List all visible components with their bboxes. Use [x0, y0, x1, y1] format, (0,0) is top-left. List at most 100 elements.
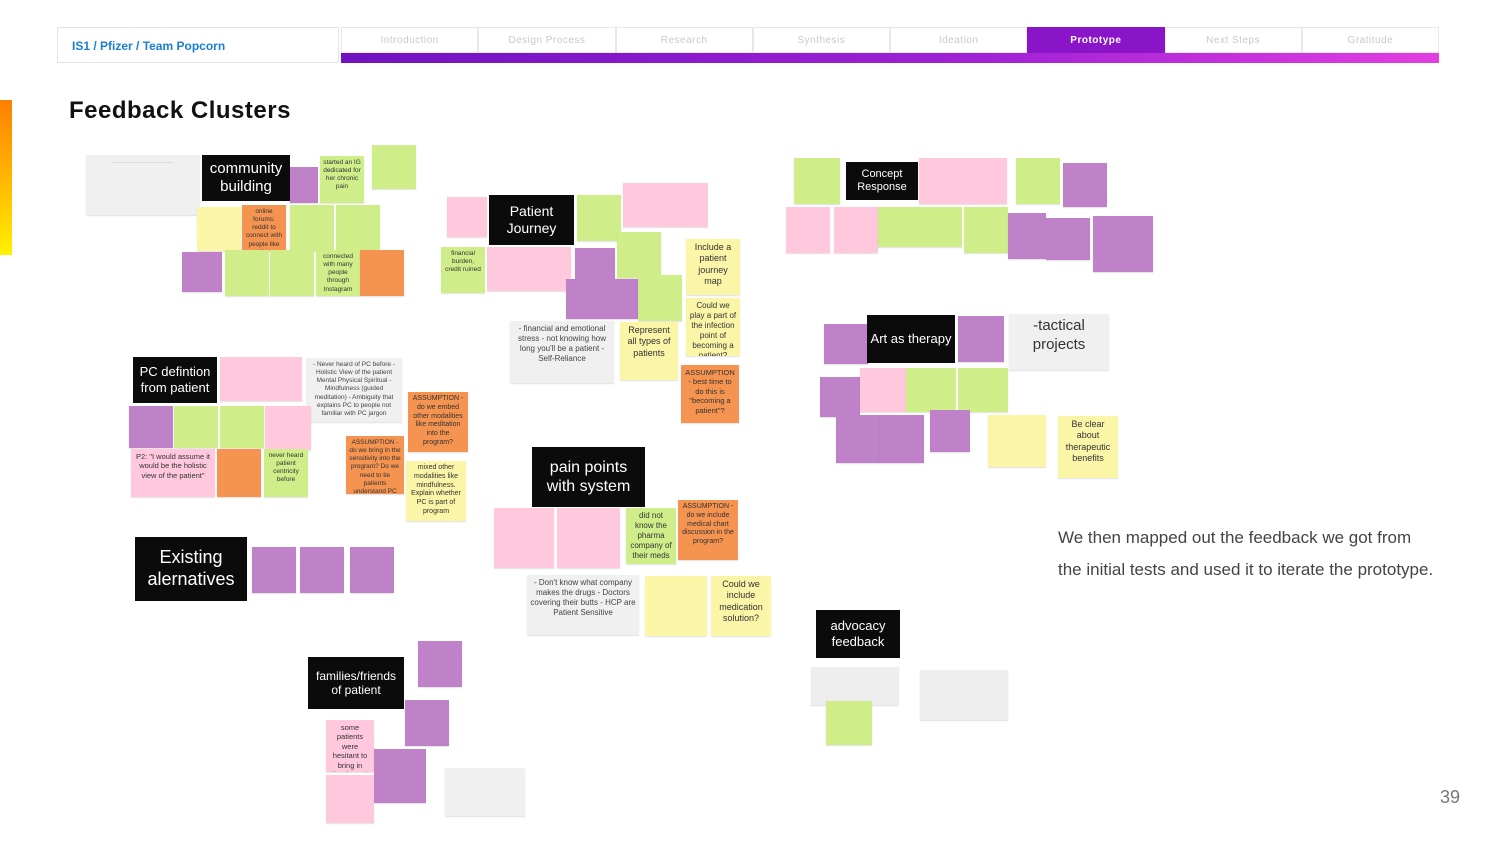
sticky-note: did not know the pharma company of their… — [626, 508, 676, 564]
sticky-note: - Never heard of PC before - Holistic Vi… — [306, 358, 402, 422]
sticky-note: ASSUMPTION - do we embed other modalitie… — [408, 392, 468, 452]
sticky-note — [826, 701, 872, 745]
sticky-note — [557, 508, 620, 568]
sticky-note: mixed other modalities like mindfulness.… — [406, 461, 466, 521]
sticky-note — [290, 205, 334, 251]
sticky-note — [820, 377, 860, 417]
sticky-note: Be clear about therapeutic benefits — [1058, 416, 1118, 478]
sticky-note — [447, 197, 487, 237]
sticky-note — [794, 158, 840, 204]
sticky-note — [824, 324, 868, 364]
sticky-note — [217, 449, 261, 497]
sticky-note — [445, 768, 525, 816]
cluster-label-existing: Existing alernatives — [135, 537, 247, 601]
sticky-note — [129, 406, 173, 448]
sticky-note — [834, 207, 878, 253]
sticky-note: ASSUMPTION - do we bring in the sensitiv… — [346, 436, 404, 494]
sticky-note — [577, 195, 621, 241]
sticky-note: Could we play a part of the infection po… — [686, 298, 740, 356]
sticky-note — [197, 207, 241, 251]
page-title: Feedback Clusters — [69, 97, 291, 124]
progress-bar — [341, 53, 1439, 63]
top-navigation: IS1 / Pfizer / Team Popcorn Introduction… — [57, 27, 1439, 65]
tab-ideation[interactable]: Ideation — [890, 27, 1028, 53]
sticky-note: some patients were hesitant to bring in … — [326, 720, 374, 772]
cluster-label-community: community building — [202, 155, 290, 201]
sticky-note — [906, 368, 956, 412]
sticky-note: Could we include medication solution? — [711, 576, 771, 636]
sticky-note: ASSUMPTION - best time to do this is "be… — [681, 365, 739, 423]
sticky-note — [964, 207, 1008, 253]
sticky-note: -tactical projects — [1009, 314, 1109, 370]
sticky-note: ASSUMPTION - do we include medical chart… — [678, 500, 738, 560]
sticky-note — [958, 368, 1008, 412]
breadcrumb[interactable]: IS1 / Pfizer / Team Popcorn — [57, 27, 339, 63]
sticky-note — [1046, 218, 1090, 260]
sticky-note — [623, 183, 708, 227]
tab-next-steps[interactable]: Next Steps — [1164, 27, 1302, 53]
tab-design-process[interactable]: Design Process — [478, 27, 616, 53]
tab-research[interactable]: Research — [615, 27, 753, 53]
sticky-note — [1008, 213, 1046, 259]
accent-strip — [0, 100, 12, 255]
sticky-note — [860, 368, 906, 412]
tab-gratitude[interactable]: Gratitude — [1301, 27, 1439, 53]
sticky-note: ........................................… — [86, 155, 200, 215]
sticky-note: Include a patient journey map — [686, 239, 740, 295]
sticky-note — [487, 247, 571, 291]
sticky-note — [1093, 216, 1153, 272]
sticky-note — [418, 641, 462, 687]
sticky-note — [786, 207, 830, 253]
sticky-note — [374, 749, 426, 803]
tab-synthesis[interactable]: Synthesis — [752, 27, 890, 53]
slide-caption: We then mapped out the feedback we got f… — [1058, 528, 1434, 579]
sticky-note — [930, 410, 970, 452]
sticky-note — [638, 275, 682, 321]
cluster-label-pain: pain points with system — [532, 447, 645, 507]
sticky-note — [270, 250, 314, 296]
cluster-label-art: Art as therapy — [867, 315, 955, 363]
sticky-note — [1063, 163, 1107, 207]
sticky-note: - Don't know what company makes the drug… — [527, 575, 639, 635]
sticky-note — [958, 316, 1004, 362]
sticky-note — [290, 167, 318, 203]
sticky-note — [350, 547, 394, 593]
sticky-note — [566, 279, 638, 319]
sticky-note — [645, 576, 707, 636]
sticky-note: - financial and emotional stress - not k… — [510, 321, 614, 383]
tab-introduction[interactable]: Introduction — [341, 27, 479, 53]
cluster-label-families: families/friends of patient — [308, 657, 404, 709]
sticky-note — [336, 205, 380, 251]
sticky-note — [811, 667, 899, 705]
sticky-note: connected with many people through Insta… — [316, 250, 360, 296]
sticky-note: Represent all types of patients — [620, 322, 678, 380]
sticky-note — [360, 250, 404, 296]
sticky-note — [265, 406, 311, 450]
sticky-note — [372, 145, 416, 189]
sticky-note — [405, 700, 449, 746]
sticky-note: financial burden, credit ruined — [441, 247, 485, 293]
sticky-note — [878, 207, 962, 247]
sticky-note: never heard patient centricity before — [264, 449, 308, 497]
sticky-note — [220, 406, 264, 448]
sticky-note: online forums: reddit to connect with pe… — [242, 205, 286, 251]
cluster-label-journey: Patient Journey — [489, 195, 574, 245]
cluster-label-pc: PC defintion from patient — [133, 357, 217, 403]
sticky-note — [988, 415, 1046, 467]
tab-prototype[interactable]: Prototype — [1027, 27, 1165, 53]
sticky-note — [836, 415, 880, 463]
sticky-note — [220, 357, 302, 401]
page-number: 39 — [1440, 787, 1461, 807]
sticky-note — [494, 508, 554, 568]
sticky-note — [225, 250, 269, 296]
sticky-note — [300, 547, 344, 593]
sticky-note — [326, 775, 374, 823]
cluster-label-advocacy: advocacy feedback — [816, 610, 900, 658]
sticky-note — [880, 415, 924, 463]
sticky-note: started an IG dedicated for her chronic … — [320, 156, 364, 203]
sticky-note — [919, 158, 1007, 204]
section-tabs: Introduction Design Process Research Syn… — [341, 27, 1439, 53]
sticky-note — [252, 547, 296, 593]
sticky-note — [182, 252, 222, 292]
sticky-note: P2: "I would assume it would be the holi… — [131, 449, 215, 497]
